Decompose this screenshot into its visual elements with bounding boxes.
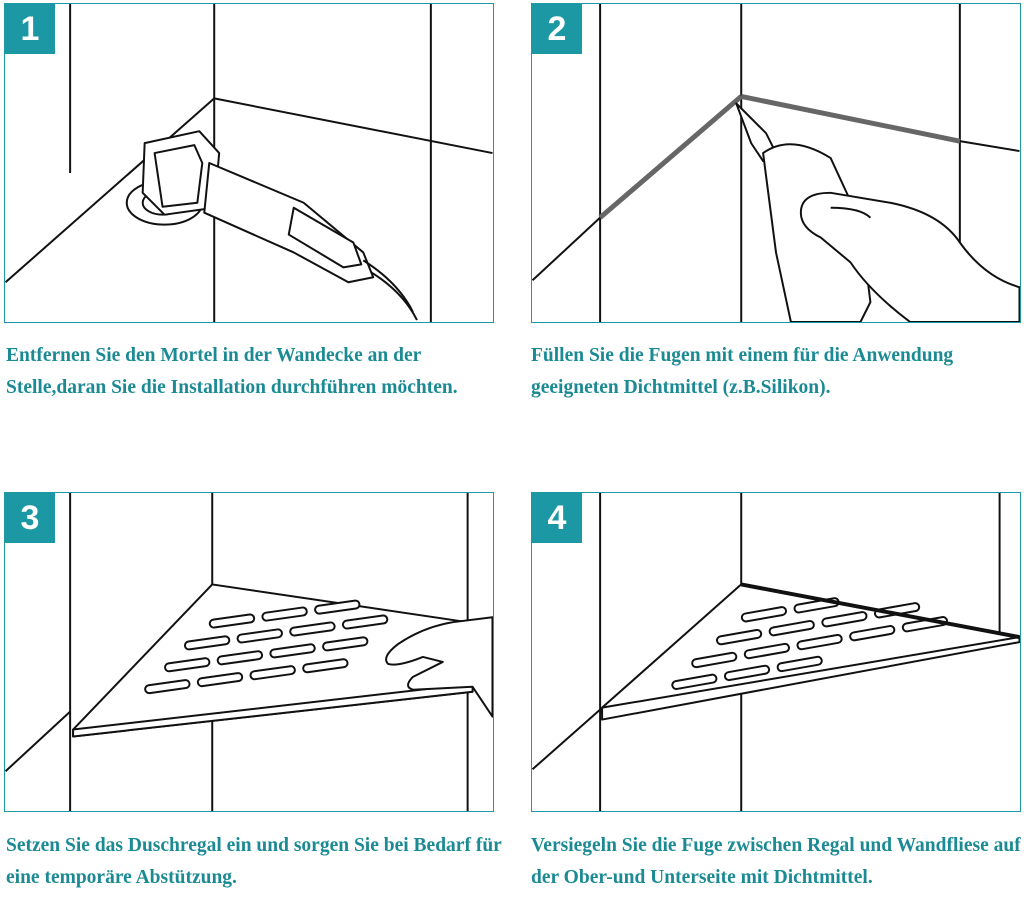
diagonal-joint: [5, 710, 71, 772]
step-2-caption: Füllen Sie die Fugen mit einem für die A…: [531, 345, 954, 398]
sealant-bead: [740, 582, 1020, 640]
step-1-caption: Entfernen Sie den Mortel in der Wandecke…: [6, 345, 458, 398]
diagonal-joint: [532, 216, 601, 281]
step-3-caption: Setzen Sie das Duschregal ein und sorgen…: [6, 835, 502, 888]
corner-shelf-icon: [601, 583, 1020, 721]
shelf-insert-scene: [5, 493, 493, 811]
grinder-scene: [5, 4, 493, 322]
shelf-sealed-scene: [532, 493, 1020, 811]
angle-grinder-icon: [125, 130, 418, 321]
diagonal-joint: [5, 97, 215, 283]
diagonal-joint: [532, 708, 601, 771]
step-1-badge: 1: [5, 4, 55, 54]
step-4-illustration: 4: [531, 492, 1021, 812]
step-4-badge: 4: [532, 493, 582, 543]
step-1-illustration: 1: [4, 3, 494, 323]
step-2-badge: 2: [532, 4, 582, 54]
sealant-scene: [532, 4, 1020, 322]
hand-icon: [799, 191, 1020, 322]
step-3-badge: 3: [5, 493, 55, 543]
hand-icon: [385, 616, 493, 718]
sealant-bead: [598, 93, 961, 220]
corner-shelf-icon: [72, 583, 474, 738]
horizontal-joint: [214, 97, 493, 155]
step-2-illustration: 2: [531, 3, 1021, 323]
step-4-caption: Versiegeln Sie die Fuge zwischen Regal u…: [531, 835, 1021, 888]
step-3-illustration: 3: [4, 492, 494, 812]
horizontal-joint: [959, 140, 1020, 153]
